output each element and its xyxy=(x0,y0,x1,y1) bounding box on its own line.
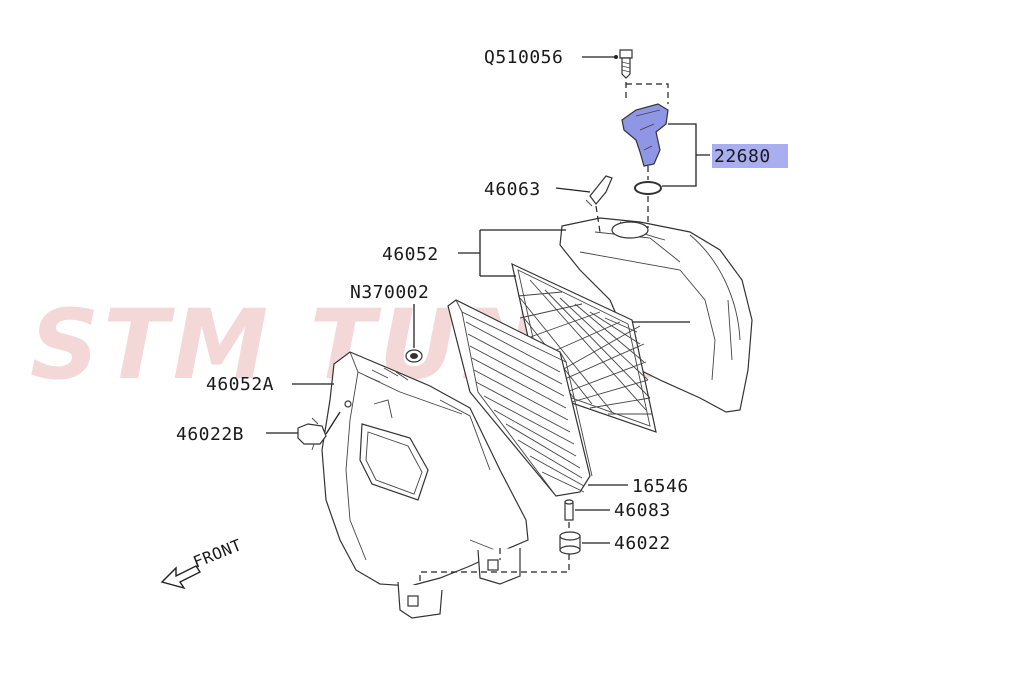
grommet-n370002 xyxy=(405,349,423,363)
label-46052a: 46052A xyxy=(206,374,274,395)
label-46052: 46052 xyxy=(382,244,439,265)
leader-lines xyxy=(266,55,710,582)
label-46083: 46083 xyxy=(614,500,671,521)
label-front: FRONT xyxy=(190,535,244,572)
label-q510056: Q510056 xyxy=(484,47,563,68)
lower-case-46052a xyxy=(321,351,529,619)
mount-46022 xyxy=(559,531,581,555)
mass-airflow-sensor-22680 xyxy=(621,103,669,195)
label-n370002: N370002 xyxy=(350,282,429,303)
filter-element-16546 xyxy=(447,299,593,497)
pin-46083 xyxy=(564,499,574,521)
highlight-22680 xyxy=(712,144,788,168)
front-direction-arrow xyxy=(160,565,202,590)
clip-46063 xyxy=(585,175,613,207)
upper-case-46052 xyxy=(559,217,753,413)
label-46022b: 46022B xyxy=(176,424,244,445)
clip-46022b xyxy=(297,411,341,451)
label-22680: 22680 xyxy=(714,146,771,167)
label-16546: 16546 xyxy=(632,476,689,497)
bolt-q510056 xyxy=(619,49,633,79)
label-46022: 46022 xyxy=(614,533,671,554)
label-46063: 46063 xyxy=(484,179,541,200)
